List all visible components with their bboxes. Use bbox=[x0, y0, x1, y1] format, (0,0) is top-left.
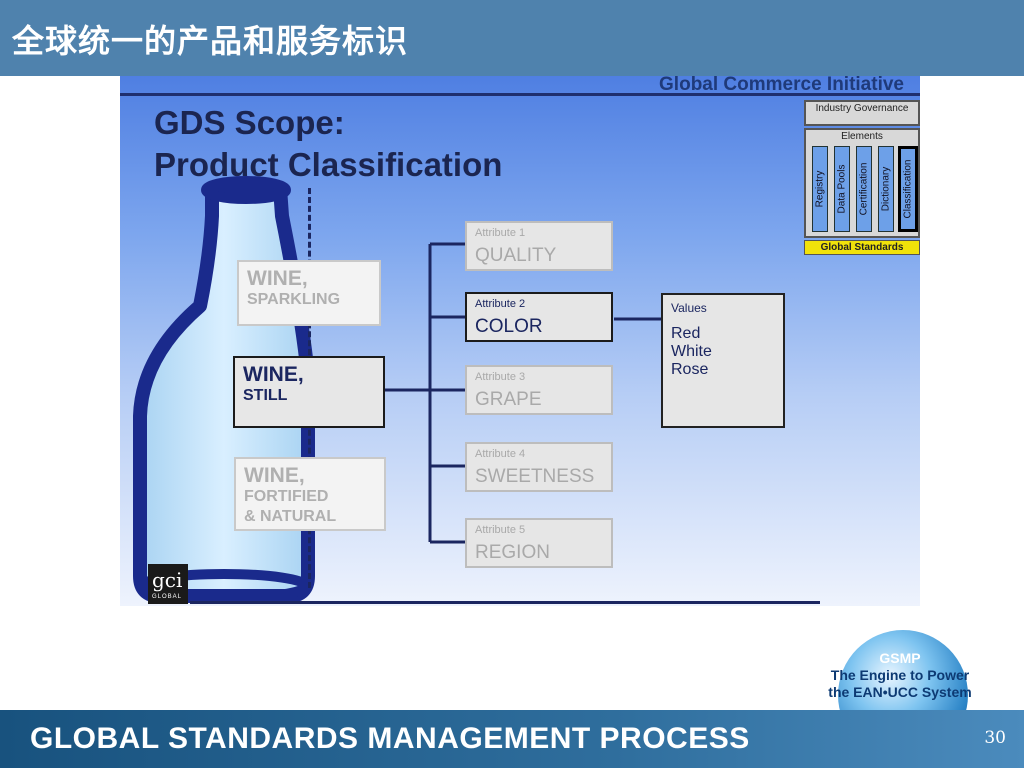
footer-bar: GLOBAL STANDARDS MANAGEMENT PROCESS 30 bbox=[0, 710, 1024, 768]
gsmp-line-2: The Engine to Power bbox=[830, 667, 970, 683]
gs-column-label: Dictionary bbox=[880, 166, 892, 212]
attribute-value: GRAPE bbox=[475, 389, 542, 410]
gs-column-label: Registry bbox=[814, 170, 826, 208]
values-header: Values bbox=[671, 301, 707, 315]
gs-column-data-pools: Data Pools bbox=[834, 146, 850, 232]
category-label: WINE, bbox=[247, 267, 308, 290]
gci-brand-text: Global Commerce Initiative bbox=[659, 76, 904, 95]
gs-column-registry: Registry bbox=[812, 146, 828, 232]
attribute-label: Attribute 5 bbox=[475, 524, 526, 536]
footer-title: GLOBAL STANDARDS MANAGEMENT PROCESS bbox=[30, 722, 750, 755]
slide-bottom-line bbox=[190, 601, 820, 604]
page-number: 30 bbox=[984, 728, 1006, 748]
category-label: WINE, bbox=[243, 363, 304, 386]
attribute-value: COLOR bbox=[475, 316, 543, 337]
attribute-label: Attribute 3 bbox=[475, 371, 526, 383]
attribute-region[interactable]: Attribute 5 REGION bbox=[465, 518, 613, 568]
attribute-value: SWEETNESS bbox=[475, 466, 595, 487]
gs-column-dictionary: Dictionary bbox=[878, 146, 894, 232]
gs-column-certification: Certification bbox=[856, 146, 872, 232]
global-standards-label: Global Standards bbox=[804, 240, 920, 255]
page-title: 全球统一的产品和服务标识 bbox=[12, 22, 409, 60]
gci-logo-sub: GLOBAL bbox=[152, 594, 183, 600]
elements-header: Elements bbox=[841, 131, 883, 142]
slide-image: Global Commerce Initiative GDS Scope: Pr… bbox=[120, 76, 920, 606]
global-standards-diagram: Industry Governance Elements Registry Da… bbox=[804, 100, 920, 256]
gsmp-line-1: GSMP bbox=[879, 650, 921, 666]
attribute-label: Attribute 4 bbox=[475, 448, 526, 460]
industry-governance-label: Industry Governance bbox=[804, 100, 920, 126]
header-bar: 全球统一的产品和服务标识 bbox=[0, 0, 1024, 76]
category-sublabel: FORTIFIED bbox=[244, 488, 329, 505]
category-wine-sparkling[interactable]: WINE, SPARKLING bbox=[237, 260, 381, 326]
attribute-label: Attribute 1 bbox=[475, 227, 526, 239]
slide-heading: GDS Scope: Product Classification bbox=[154, 102, 502, 186]
attribute-sweetness[interactable]: Attribute 4 SWEETNESS bbox=[465, 442, 613, 492]
attribute-label: Attribute 2 bbox=[475, 298, 526, 310]
gs-column-label: Certification bbox=[858, 162, 870, 216]
attribute-grape[interactable]: Attribute 3 GRAPE bbox=[465, 365, 613, 415]
heading-line-1: GDS Scope: bbox=[154, 104, 345, 141]
attribute-quality[interactable]: Attribute 1 QUALITY bbox=[465, 221, 613, 271]
attribute-value: REGION bbox=[475, 542, 550, 563]
attribute-value: QUALITY bbox=[475, 245, 557, 266]
value-item: Rose bbox=[671, 361, 709, 378]
attribute-color[interactable]: Attribute 2 COLOR bbox=[465, 292, 613, 342]
value-item: White bbox=[671, 343, 712, 360]
elements-panel: Elements Registry Data Pools Certificati… bbox=[804, 128, 920, 238]
gsmp-line-3: the EAN•UCC System bbox=[828, 684, 972, 700]
brand-divider bbox=[120, 93, 920, 96]
category-wine-still[interactable]: WINE, STILL bbox=[233, 356, 385, 428]
category-sublabel-2: & NATURAL bbox=[244, 508, 337, 525]
gsmp-tagline: GSMP The Engine to Power the EAN•UCC Sys… bbox=[805, 650, 995, 701]
heading-line-2: Product Classification bbox=[154, 146, 503, 183]
gs-column-label: Classification bbox=[902, 159, 914, 219]
category-wine-fortified[interactable]: WINE, FORTIFIED & NATURAL bbox=[234, 457, 386, 531]
value-item: Red bbox=[671, 325, 701, 342]
gci-logo-text: gci bbox=[152, 568, 183, 592]
category-label: WINE, bbox=[244, 464, 305, 487]
values-box: Values Red White Rose bbox=[661, 293, 785, 428]
category-sublabel: STILL bbox=[243, 387, 288, 404]
gs-column-classification: Classification bbox=[898, 146, 918, 232]
gci-logo: gci GLOBAL bbox=[148, 564, 188, 604]
category-sublabel: SPARKLING bbox=[247, 291, 341, 308]
gs-column-label: Data Pools bbox=[836, 164, 848, 214]
connector-lines bbox=[384, 242, 661, 544]
